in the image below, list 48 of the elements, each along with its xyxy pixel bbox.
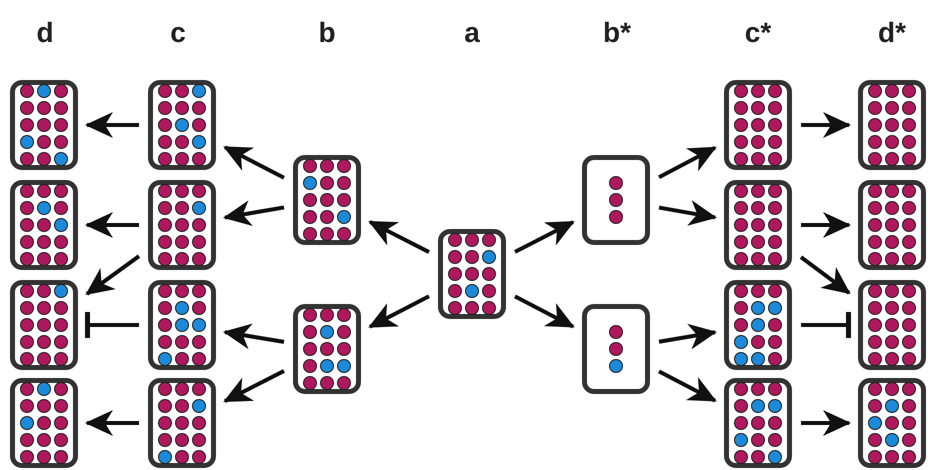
column-label: d [36,16,54,50]
arrow [223,145,285,180]
arrow [223,324,284,350]
arrow [85,254,140,296]
dot-grid-card [724,80,792,170]
dot-grid-card [858,180,926,270]
dot-grid-card [148,180,216,270]
dot-grid-card [148,280,216,370]
dot-grid-card [293,155,361,245]
arrow [658,370,717,402]
dot-grid-card [438,229,506,319]
column-label: c [170,16,186,50]
arrow [85,410,139,436]
arrow [85,212,139,238]
arrow [800,255,851,295]
dot-grid-card [858,80,926,170]
column-label: a [464,16,480,50]
dot-grid-card [10,80,78,170]
arrow [368,294,430,329]
dot-grid-card [10,180,78,270]
arrow [658,324,717,350]
dot-grid-card [724,280,792,370]
column-label: b* [603,16,631,50]
arrow [223,200,284,226]
column-label: b [318,16,336,50]
dot-grid-card [582,155,650,245]
arrow [514,220,575,254]
dot-grid-card [724,378,792,468]
arrow [658,200,717,226]
dot-grid-card [858,280,926,370]
arrow [658,146,717,180]
arrow [514,294,575,328]
dot-grid-card [10,280,78,370]
dot-grid-card [293,304,361,394]
dot-grid-card [724,180,792,270]
arrow [801,212,851,238]
arrow [368,220,430,254]
arrow [223,369,285,403]
dot-grid-card [582,304,650,394]
column-label: c* [744,16,772,50]
arrow [85,112,139,138]
dot-grid-card [148,80,216,170]
column-label: d* [878,16,906,50]
dot-grid-card [148,378,216,468]
dot-grid-card [10,378,78,468]
arrow [801,112,851,138]
dot-grid-card [858,378,926,468]
arrow [801,410,851,436]
